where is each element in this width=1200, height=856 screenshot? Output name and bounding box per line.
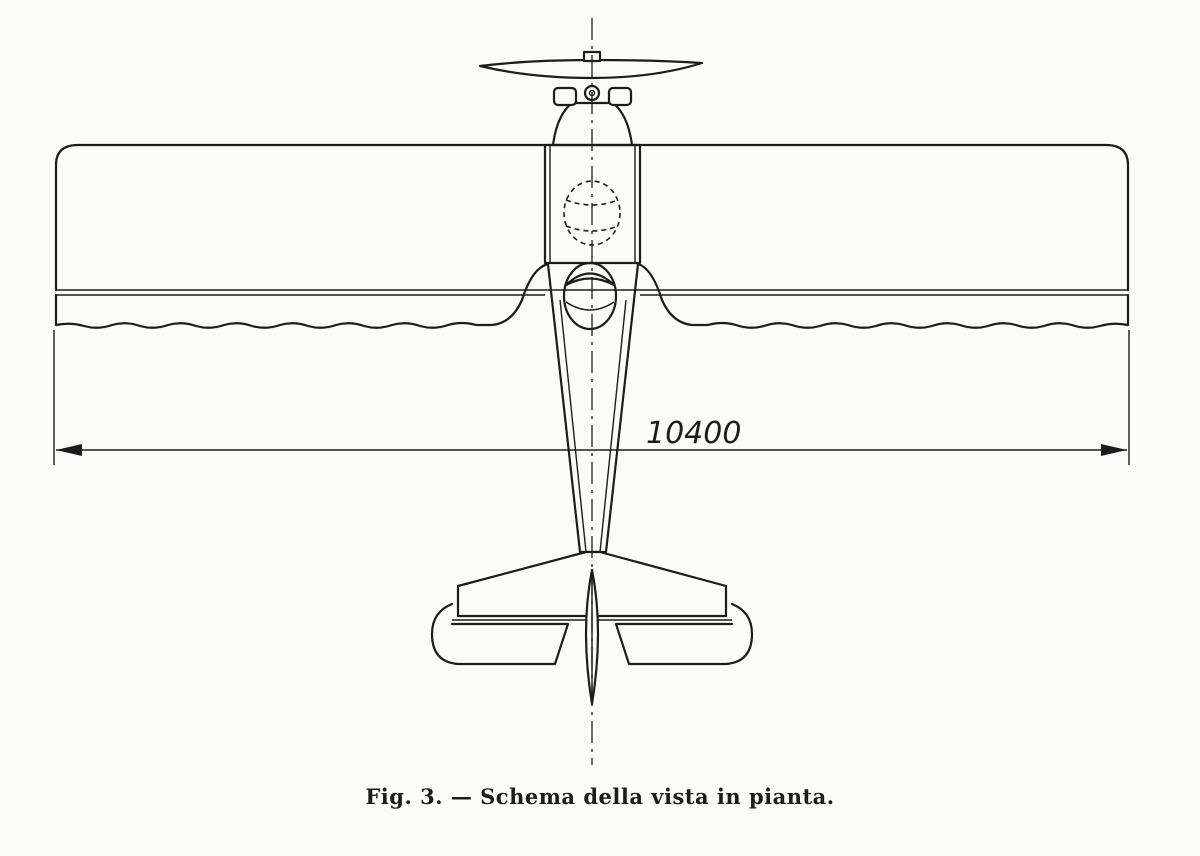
fuselage-outline xyxy=(546,262,640,554)
engine-cylinder-right xyxy=(607,86,633,107)
fuselage-taper-line xyxy=(559,299,587,553)
cockpit-windscreen xyxy=(564,272,616,287)
lower-wing-right xyxy=(636,262,1130,329)
lower-wing-left xyxy=(54,262,550,329)
fuselage-taper-line-2 xyxy=(599,299,627,553)
engine-cylinder-left xyxy=(552,86,578,107)
dimension-arrow-right xyxy=(1101,444,1127,456)
cockpit-rim xyxy=(565,301,615,311)
elevator-left xyxy=(430,602,570,666)
tank-hidden-band xyxy=(565,199,619,232)
figure-caption: Fig. 3. — Schema della vista in pianta. xyxy=(365,784,835,809)
propeller xyxy=(478,58,704,80)
dimension-arrow-left xyxy=(56,444,82,456)
cockpit-opening xyxy=(562,261,618,331)
wingspan-dimension-label: 10400 xyxy=(646,416,741,451)
elevator-right xyxy=(614,602,754,666)
